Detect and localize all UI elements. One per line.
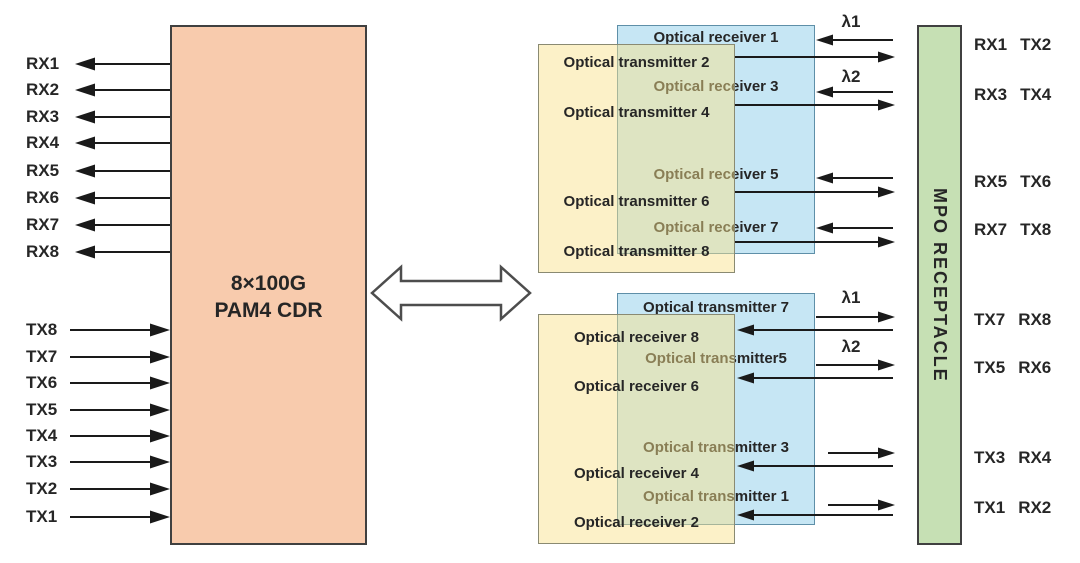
cdr-label-line1: 8×100G [230,272,307,295]
optical-receiver-3: Optical receiver 3 [653,78,779,95]
port-label: TX4 [1020,85,1052,104]
port-label: RX7 [974,220,1008,239]
port-label: TX3 [974,448,1006,467]
optical-transmitter-7: Optical transmitter 7 [643,299,789,316]
optical-receiver-8: Optical receiver 8 [573,329,700,346]
optical-transmitters-block-bottom: Optical transmitter 7 Optical transmitte… [617,293,815,525]
port-label: TX8 [1020,220,1052,239]
port-label: RX6 [1018,358,1052,377]
rx7-label: RX7 [26,215,60,234]
optical-receivers-block-bottom: Optical receiver 8 Optical receiver 6 Op… [538,314,735,544]
port-pair-tx7-rx8: TX7 RX8 [974,310,1051,330]
optical-receiver-4: Optical receiver 4 [573,465,700,482]
rx2-label: RX2 [26,80,60,99]
port-label: TX2 [1020,35,1052,54]
rx1-label: RX1 [26,54,60,73]
port-label: RX5 [974,172,1008,191]
port-label: TX7 [974,310,1006,329]
rx3-label: RX3 [26,107,60,126]
port-pair-rx7-tx8: RX7 TX8 [974,220,1051,240]
optical-transmitter-3: Optical transmitter 3 [643,439,789,456]
tx4-label: TX4 [26,426,58,445]
top-fiber-rx-arrows [816,34,893,234]
rx5-label: RX5 [26,161,60,180]
port-pair-tx3-rx4: TX3 RX4 [974,448,1051,468]
optical-transmitters-block-top: Optical transmitter 2 Optical transmitte… [538,44,735,273]
optical-transmitter-2: Optical transmitter 2 [563,54,710,71]
tx3-label: TX3 [26,452,58,471]
rx6-label: RX6 [26,188,60,207]
port-pair-rx5-tx6: RX5 TX6 [974,172,1051,192]
port-label: RX8 [1018,310,1052,329]
optical-receiver-1: Optical receiver 1 [653,29,779,46]
cdr-label: 8×100G PAM4 CDR [172,270,365,324]
mpo-receptacle-label: MPO RECEPTACLE [930,187,950,383]
port-label: TX6 [1020,172,1052,191]
port-label: TX5 [974,358,1006,377]
optical-receiver-5: Optical receiver 5 [653,166,779,183]
lambda2-top-label: λ2 [841,67,861,86]
mpo-receptacle-block: MPO RECEPTACLE [917,25,962,545]
optical-receiver-2: Optical receiver 2 [573,514,700,531]
port-label: RX1 [974,35,1008,54]
optical-receiver-7: Optical receiver 7 [653,219,779,236]
pam4-cdr-block: 8×100G PAM4 CDR [170,25,367,545]
port-pair-tx1-rx2: TX1 RX2 [974,498,1051,518]
port-label: RX3 [974,85,1008,104]
tx1-label: TX1 [26,507,58,526]
tx8-label: TX8 [26,320,58,339]
lambda1-top-label: λ1 [841,12,861,31]
lambda2-bottom-label: λ2 [841,337,861,356]
cdr-label-line2: PAM4 CDR [214,299,323,322]
port-pair-rx3-tx4: RX3 TX4 [974,85,1051,105]
optical-receivers-block-top: Optical receiver 1 Optical receiver 3 Op… [617,25,815,254]
tx-input-arrows [70,323,170,524]
tx7-label: TX7 [26,347,58,366]
optical-transmitter-1: Optical transmitter 1 [643,488,789,505]
optical-transmitter-8: Optical transmitter 8 [563,243,710,260]
tx5-label: TX5 [26,400,58,419]
lambda1-bottom-label: λ1 [841,288,861,307]
rx8-label: RX8 [26,242,60,261]
rx4-label: RX4 [26,133,60,152]
port-label: TX1 [974,498,1006,517]
port-pair-rx1-tx2: RX1 TX2 [974,35,1051,55]
port-pair-tx5-rx6: TX5 RX6 [974,358,1051,378]
tx6-label: TX6 [26,373,58,392]
tx2-label: TX2 [26,479,58,498]
port-label: RX4 [1018,448,1052,467]
optical-transmitter-5: Optical transmitter5 [645,350,787,367]
port-label: RX2 [1018,498,1052,517]
rx-output-arrows [75,57,170,259]
optical-transmitter-6: Optical transmitter 6 [563,193,710,210]
optical-receiver-6: Optical receiver 6 [573,378,700,395]
bidirectional-arrow [370,264,532,322]
optical-transmitter-4: Optical transmitter 4 [563,104,710,121]
